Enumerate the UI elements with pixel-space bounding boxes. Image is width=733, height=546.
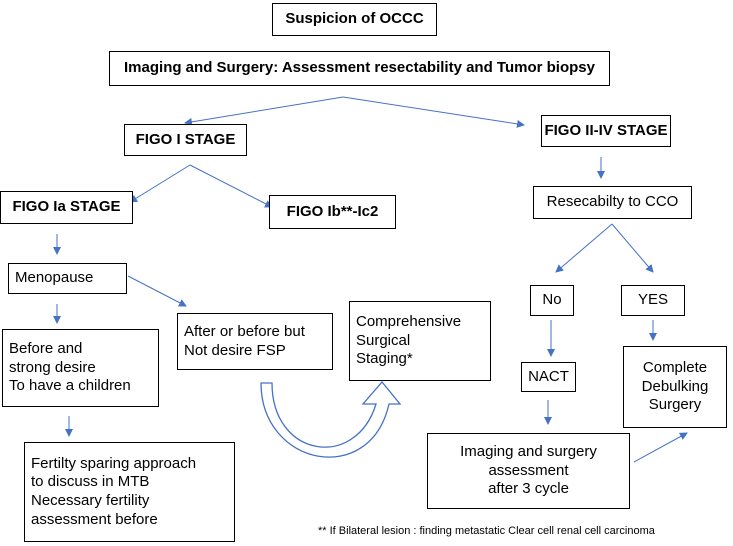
arrow-resectability-to-yes bbox=[611, 223, 654, 273]
node-figo-i: FIGO I STAGE bbox=[124, 124, 247, 156]
node-menopause: Menopause bbox=[8, 263, 127, 294]
footnote: ** If Bilateral lesion : finding metasta… bbox=[318, 525, 655, 537]
node-no: No bbox=[530, 285, 574, 316]
node-fertility-sparing: Fertilty sparing approach to discuss in … bbox=[24, 442, 235, 542]
node-resectability: Resecabilty to CCO bbox=[533, 186, 692, 219]
arrow-imaging-to-figo-i bbox=[184, 96, 344, 126]
node-imaging-assessment: Imaging and surgery assessment after 3 c… bbox=[427, 433, 630, 509]
arrow-figo-i-to-figo-ib bbox=[189, 164, 273, 208]
node-figo-ia: FIGO Ia STAGE bbox=[0, 191, 133, 224]
curved-arrow-to-comprehensive bbox=[260, 380, 402, 458]
node-complete-debulking: Complete Debulking Surgery bbox=[623, 346, 727, 428]
node-figo-ib-ic2: FIGO Ib**-Ic2 bbox=[269, 195, 396, 229]
arrow-menopause-to-after bbox=[127, 275, 187, 307]
node-suspicion: Suspicion of OCCC bbox=[272, 3, 437, 36]
node-figo-ii-iv: FIGO II-IV STAGE bbox=[541, 115, 671, 147]
node-before-desire: Before and strong desire To have a child… bbox=[2, 329, 159, 407]
arrow-figo-i-to-figo-ia bbox=[129, 164, 191, 203]
node-nact: NACT bbox=[521, 362, 576, 392]
node-comprehensive: Comprehensive Surgical Staging* bbox=[349, 301, 491, 381]
arrow-imaging-to-figo-ii-iv bbox=[342, 96, 525, 128]
node-yes: YES bbox=[621, 285, 685, 316]
arrow-resectability-to-no bbox=[555, 223, 613, 273]
node-imaging-surgery: Imaging and Surgery: Assessment resectab… bbox=[109, 51, 610, 86]
arrow-imaging-to-complete bbox=[633, 432, 688, 463]
node-after-before: After or before but Not desire FSP bbox=[177, 313, 333, 370]
